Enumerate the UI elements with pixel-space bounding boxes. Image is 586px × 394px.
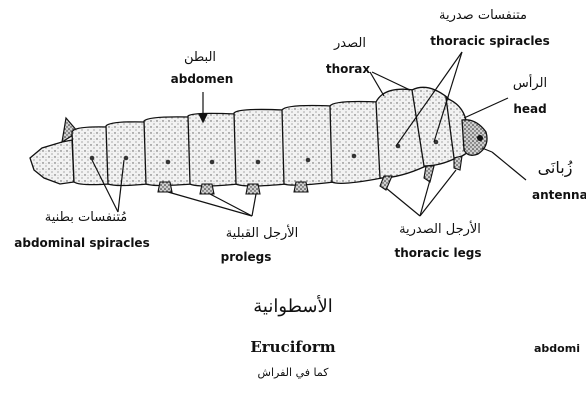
larva-tail [30,118,78,184]
thorax-label: thorax [326,62,370,76]
head-label-ar: الرأس [513,76,547,92]
thoracic-spiracles-label: thoracic spiracles [430,34,549,48]
caption-title: Eruciform [250,338,335,356]
antenna-label-ar: زُبانَى [538,160,573,176]
head-label: head [513,102,546,116]
clipped-label: abdomi [534,342,580,355]
abdomen-label: abdomen [171,72,234,86]
abdominal-spiracles-label-ar: مُتنفسات بطنية [45,210,127,226]
larva-abdomen-segments [72,102,382,187]
thorax-label-ar: الصدر [334,36,366,52]
prolegs-label-ar: الأرجل القبلية [226,226,299,242]
abdomen-label-ar: البطن [184,50,216,66]
antenna-label: antenna [532,188,586,202]
abdominal-spiracles-label: abdominal spiracles [14,236,149,250]
caption-arabic: الأسطوانية [253,296,333,317]
prolegs-label: prolegs [221,250,272,264]
caption-subtitle: كما في الفراش [258,366,329,379]
thoracic-legs-label-ar: الأرجل الصدرية [399,222,481,238]
thoracic-legs-label: thoracic legs [394,246,481,260]
thoracic-spiracles-label-ar: متنفسات صدرية [439,8,527,24]
larva-head [462,120,492,156]
